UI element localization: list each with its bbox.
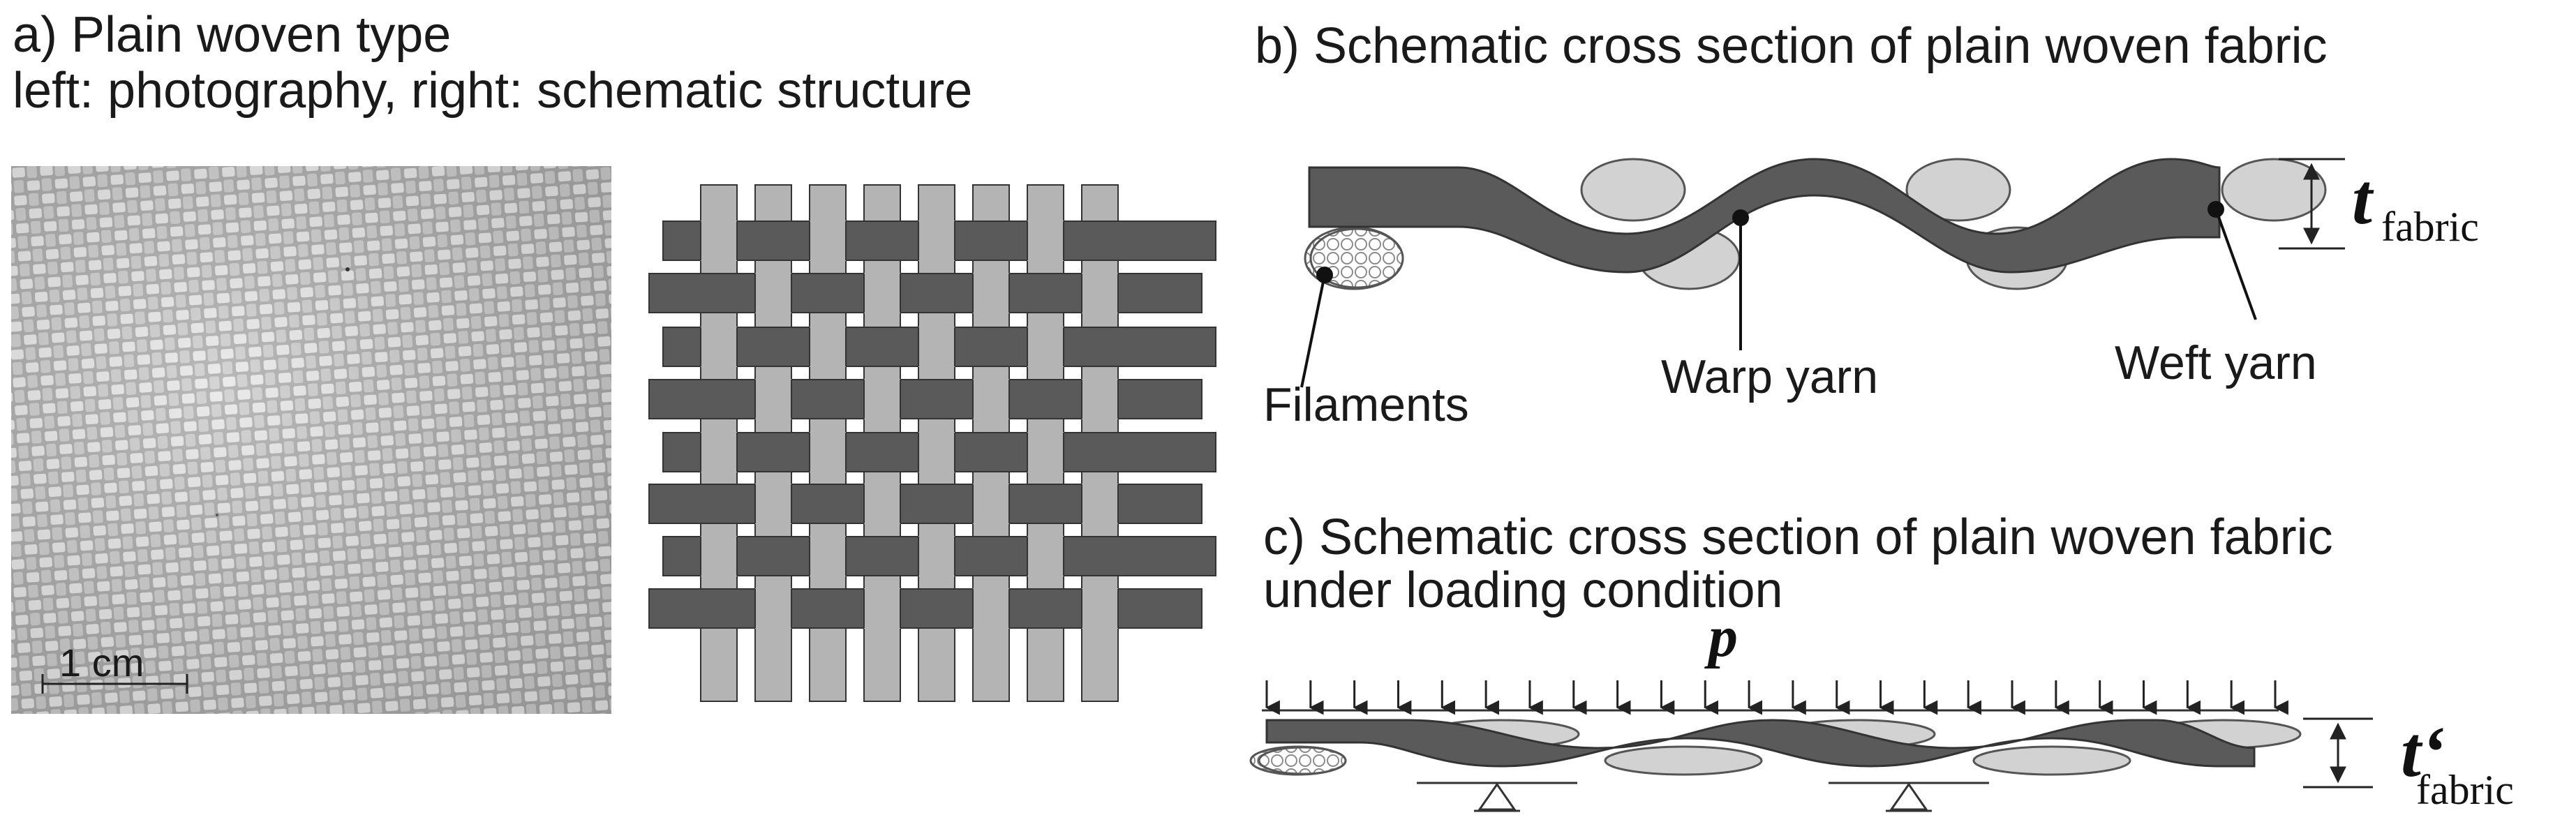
warp-crossing — [864, 588, 900, 629]
warp-crossing — [973, 484, 1009, 524]
load-symbol: p — [1704, 604, 1738, 669]
warp-yarn-label: Warp yarn — [1661, 350, 1879, 403]
warp-crossing — [864, 273, 900, 313]
warp-crossing — [973, 588, 1009, 629]
panel-b-title: b) Schematic cross section of plain wove… — [1255, 18, 2328, 74]
warp-crossing — [1027, 221, 1064, 261]
warp-crossing — [755, 379, 791, 419]
warp-crossing — [701, 327, 737, 367]
warp-crossing — [755, 484, 791, 524]
warp-crossing — [810, 432, 846, 472]
support-right — [1829, 782, 1989, 812]
thickness-subscript-loaded: fabric — [2416, 767, 2514, 813]
warp-crossing — [1027, 536, 1064, 576]
weft-strip — [648, 484, 1203, 524]
weft-yarn-ellipse — [1972, 745, 2131, 776]
filament-bundle-front — [1258, 746, 1347, 775]
weft-strip — [648, 379, 1203, 419]
weft-yarn-label: Weft yarn — [2115, 336, 2317, 389]
warp-crossing — [973, 273, 1009, 313]
warp-crossing — [918, 327, 955, 367]
warp-crossing — [755, 588, 791, 629]
warp-crossing — [755, 273, 791, 313]
warp-crossing — [810, 327, 846, 367]
warp-crossing — [864, 379, 900, 419]
thickness-symbol: t — [2352, 159, 2374, 239]
weft-yarn-ellipse — [1604, 745, 1763, 776]
weft-yarn-ellipse — [2221, 158, 2327, 222]
warp-crossing — [701, 432, 737, 472]
fabric-photo-texture — [11, 166, 611, 714]
panel-c-title: c) Schematic cross section of plain wove… — [1263, 509, 2333, 565]
warp-crossing — [1027, 432, 1064, 472]
filament-bundle-front — [1309, 227, 1404, 289]
filaments-leader — [1300, 274, 1326, 388]
warp-crossing — [1082, 484, 1118, 524]
cross-section-unloaded: t fabric — [1300, 158, 2479, 388]
warp-crossing — [1082, 273, 1118, 313]
weft-strip — [648, 273, 1203, 313]
warp-crossing — [918, 536, 955, 576]
support-left — [1417, 782, 1577, 812]
panel-a-subtitle: left: photography, right: schematic stru… — [13, 63, 973, 119]
weft-leader — [2214, 209, 2257, 320]
fabric-photograph — [11, 166, 611, 714]
warp-crossing — [918, 432, 955, 472]
panel-a-title: a) Plain woven type — [13, 7, 452, 63]
panel-c-subtitle: under loading condition — [1263, 562, 1783, 618]
warp-crossing — [1082, 588, 1118, 629]
scale-bar-label: 1 cm — [59, 641, 144, 685]
thickness-symbol-loaded: t‘ — [2401, 712, 2445, 792]
warp-crossing — [810, 536, 846, 576]
warp-crossing — [810, 221, 846, 261]
warp-crossing — [1027, 327, 1064, 367]
weft-yarn-ellipse — [1580, 158, 1686, 222]
warp-crossing — [918, 221, 955, 261]
weave-schematic-structure — [648, 184, 1216, 702]
filaments-label: Filaments — [1263, 378, 1469, 431]
warp-crossing — [864, 484, 900, 524]
cross-section-loaded: p t‘ fabric — [1249, 604, 2514, 813]
weft-yarn-ellipse — [1905, 158, 2011, 222]
warp-crossing — [1082, 379, 1118, 419]
weft-strip — [648, 588, 1203, 629]
warp-crossing — [701, 536, 737, 576]
warp-yarn-band — [1308, 158, 2221, 274]
load-arrows — [1265, 680, 2288, 715]
warp-crossing — [973, 379, 1009, 419]
warp-yarn-band-compressed — [1265, 719, 2256, 768]
warp-crossing — [701, 221, 737, 261]
thickness-subscript: fabric — [2381, 204, 2479, 250]
